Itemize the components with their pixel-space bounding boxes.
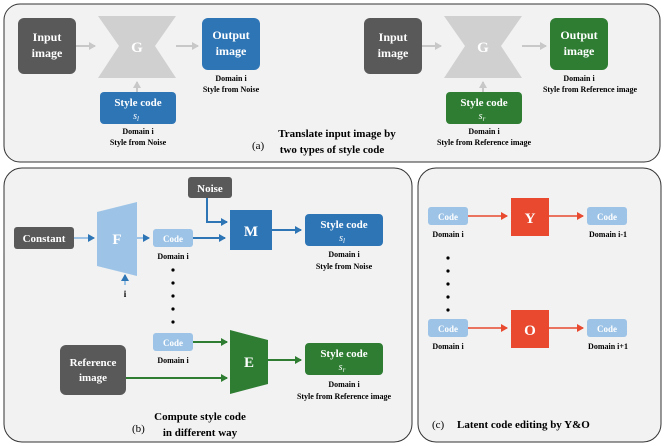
panel-b-mapper-f-label: F <box>112 232 121 248</box>
panel-b-arrow-noise <box>206 198 228 226</box>
panel-b-style-noise-label: Style code <box>320 219 367 231</box>
panel-b-style-ref-label: Style code <box>320 348 367 360</box>
panel-a-right-generator <box>444 16 522 78</box>
panel-c-y-box <box>511 198 549 236</box>
panel-b-constant-box <box>14 227 74 249</box>
panel-b-mapper-f <box>97 202 137 276</box>
panel-a-left-input-label-2: image <box>32 46 63 60</box>
panel-b-reference-label-1: Reference <box>70 357 117 369</box>
panel-c-code-in-top-label: Code <box>438 212 458 222</box>
panel-a-caption-prefix: (a) <box>252 140 265 152</box>
panel-b-caption-prefix: (b) <box>132 423 145 435</box>
panel-a-left-style-label: Style code <box>114 97 161 109</box>
panel-b-mapper-m <box>230 210 272 250</box>
panel-a-right-style-caption-2: Style from Reference image <box>437 138 532 147</box>
panel-a-right-style-caption-1: Domain i <box>468 127 500 136</box>
panel-b-style-noise-symbol: sl <box>339 233 345 245</box>
panel-b-encoder-label: E <box>244 355 254 371</box>
panel-a-right-input-label-2: image <box>378 46 409 60</box>
panel-c-code-out-bottom <box>587 319 627 337</box>
panel-c-code-in-top <box>428 207 468 225</box>
panel-a-left-output-caption-1: Domain i <box>215 74 247 83</box>
panel-b-dot-3 <box>171 294 175 298</box>
panel-c-code-out-bottom-label: Code <box>597 324 617 334</box>
panel-a-right-style-label: Style code <box>460 97 507 109</box>
panel-a-caption-1: Translate input image by <box>278 128 396 140</box>
panel-a-left-output-label-1: Output <box>212 28 249 42</box>
panel-b-dot-1 <box>171 268 175 272</box>
panel-a-right-style-symbol: sr <box>479 111 486 123</box>
panel-a-left-output-caption-2: Style from Noise <box>203 85 260 94</box>
panel-c-code-in-bottom <box>428 319 468 337</box>
panel-c-o-box <box>511 310 549 348</box>
panel-c-code-out-bottom-caption: Domain i+1 <box>588 342 628 351</box>
panel-a-left-generator <box>98 16 176 78</box>
panel-a-right-input-label-1: Input <box>379 30 408 44</box>
panel-c-caption: Latent code editing by Y&O <box>457 419 590 431</box>
panel-a-left-output-box <box>202 18 260 70</box>
panel-a-left-style-caption-1: Domain i <box>122 127 154 136</box>
panel-a-left-input-box <box>18 18 76 74</box>
panel-a-caption-2: two types of style code <box>280 144 385 156</box>
panel-b-style-noise-box <box>305 214 383 246</box>
panel-c-dot-3 <box>446 282 450 286</box>
panel-a-right-output-box <box>550 18 608 70</box>
panel-b-style-ref-caption-2: Style from Reference image <box>297 392 392 401</box>
panel-c-dot-2 <box>446 269 450 273</box>
panel-a-left-generator-label: G <box>131 40 143 56</box>
panel-c-o-label: O <box>524 323 536 339</box>
panel-b-style-ref-box <box>305 343 383 375</box>
panel-a-left-style-box <box>100 92 176 124</box>
panel-b-constant-label: Constant <box>23 233 66 245</box>
panel-c-dot-1 <box>446 256 450 260</box>
panel-c-frame <box>417 167 662 443</box>
panel-b-dot-4 <box>171 307 175 311</box>
panel-b-code-top <box>153 229 193 247</box>
panel-c-caption-prefix: (c) <box>432 419 445 431</box>
panel-a-left-output-label-2: image <box>216 44 247 58</box>
panel-c-code-in-bottom-caption: Domain i <box>432 342 464 351</box>
panel-b-i-label: i <box>124 289 127 299</box>
panel-b-dot-2 <box>171 281 175 285</box>
panel-b-encoder <box>230 330 268 394</box>
panel-a-left-style-symbol: sl <box>133 111 139 123</box>
panel-b-noise-label: Noise <box>197 183 223 195</box>
panel-b-caption-1: Compute style code <box>154 411 246 423</box>
panel-a-right-output-caption-1: Domain i <box>563 74 595 83</box>
panel-b-reference-box <box>60 345 126 395</box>
panel-b-reference-label-2: image <box>79 372 107 384</box>
panel-b-code-bottom-caption: Domain i <box>157 356 189 365</box>
panel-c-dot-5 <box>446 308 450 312</box>
panel-b-code-top-caption: Domain i <box>157 252 189 261</box>
panel-b-code-bottom <box>153 333 193 351</box>
panel-a-right-output-label-1: Output <box>560 28 597 42</box>
panel-a-left-style-caption-2: Style from Noise <box>110 138 167 147</box>
panel-b-mapper-m-label: M <box>244 224 258 240</box>
panel-a-left-input-label-1: Input <box>33 30 62 44</box>
panel-b-style-noise-caption-2: Style from Noise <box>316 262 373 271</box>
panel-a-right-output-label-2: image <box>564 44 595 58</box>
panel-c-y-label: Y <box>525 211 536 227</box>
panel-c-code-in-top-caption: Domain i <box>432 230 464 239</box>
panel-c-code-in-bottom-label: Code <box>438 324 458 334</box>
panel-b-code-bottom-label: Code <box>163 338 183 348</box>
panel-b-dot-5 <box>171 320 175 324</box>
panel-c-dot-4 <box>446 295 450 299</box>
panel-b-style-noise-caption-1: Domain i <box>328 250 360 259</box>
panel-b-noise-box <box>188 177 232 198</box>
panel-b-code-top-label: Code <box>163 234 183 244</box>
panel-c-code-out-top-caption: Domain i-1 <box>589 230 627 239</box>
panel-b-style-ref-caption-1: Domain i <box>328 380 360 389</box>
panel-a-right-generator-label: G <box>477 40 489 56</box>
panel-b-caption-2: in different way <box>163 427 238 439</box>
panel-a-right-input-box <box>364 18 422 74</box>
panel-c-code-out-top-label: Code <box>597 212 617 222</box>
panel-b-style-ref-symbol: sr <box>339 362 346 374</box>
panel-c-code-out-top <box>587 207 627 225</box>
panel-a-right-style-box <box>446 92 522 124</box>
panel-a-right-output-caption-2: Style from Reference image <box>543 85 638 94</box>
